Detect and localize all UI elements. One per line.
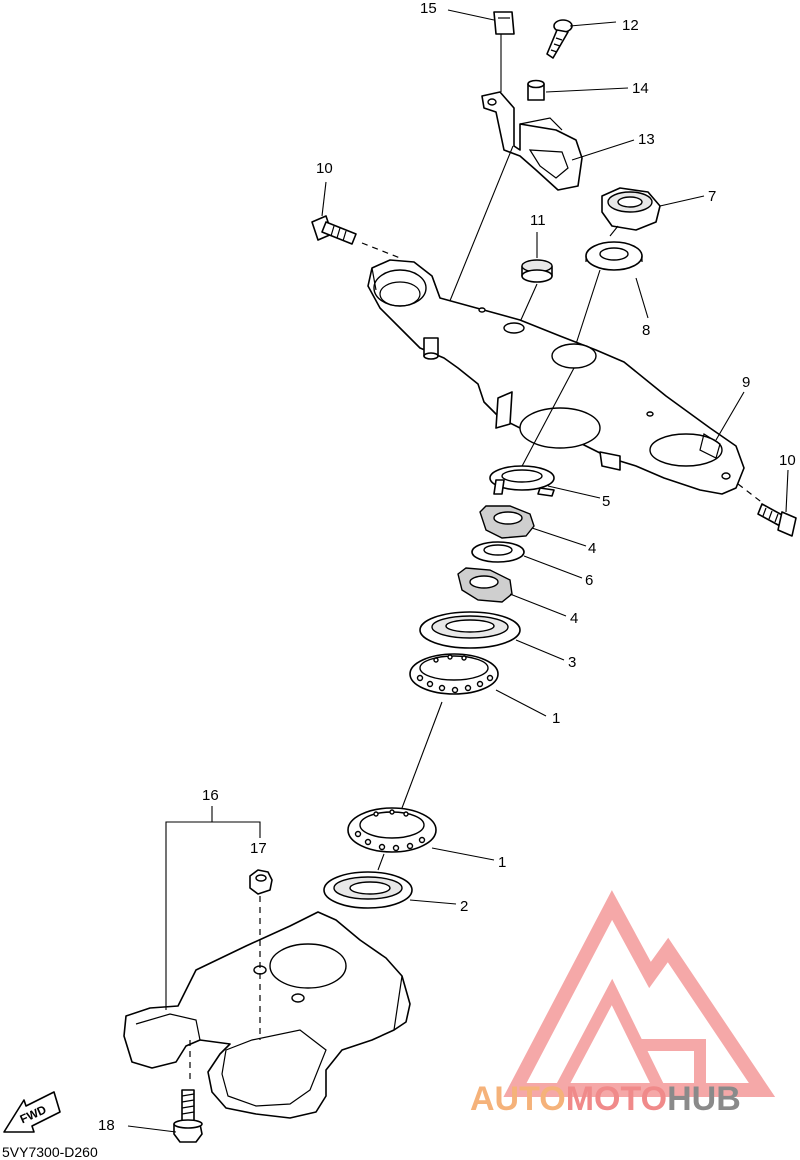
callout-13: 13: [638, 131, 655, 148]
callout-8: 8: [642, 322, 650, 339]
callout-16: 16: [202, 787, 219, 804]
part-10-bolt-right-icon: [757, 503, 797, 537]
callout-1-upper: 1: [552, 710, 560, 727]
part-17-nut-icon: [249, 869, 273, 895]
part-1-bearing-lower-icon: [347, 807, 437, 853]
part-8-washer-icon: [585, 241, 643, 271]
callout-6: 6: [585, 572, 593, 589]
fwd-arrow-icon: FWD: [3, 1091, 61, 1133]
part-18-bolt-icon: [173, 1089, 203, 1143]
callout-2: 2: [460, 898, 468, 915]
callout-4-lower: 4: [570, 610, 578, 627]
part-13-bracket-icon: [481, 91, 583, 191]
part-15-clip-icon: [493, 11, 515, 92]
watermark-auto: AUTO: [470, 1080, 566, 1118]
callout-labels: 15 12 14 13 10 7 11 8 9 10 5 4 6 4 3 1 1…: [98, 0, 796, 1134]
watermark-logo-icon: [503, 890, 776, 1097]
part-16-lower-cover-icon: [123, 911, 411, 1119]
callout-5: 5: [602, 493, 610, 510]
callout-14: 14: [632, 80, 649, 97]
diagram-code: 5VY7300-D260: [2, 1144, 98, 1160]
callout-17: 17: [250, 840, 267, 857]
callout-10-right: 10: [779, 452, 796, 469]
part-12-screw-icon: [546, 19, 573, 59]
callout-11: 11: [530, 212, 546, 229]
callout-10-left: 10: [316, 160, 333, 177]
part-10-bolt-left-icon: [311, 215, 357, 245]
part-7-nut-icon: [601, 187, 661, 231]
leader-lines: [127, 9, 789, 1133]
callout-15: 15: [420, 0, 437, 17]
watermark-text: AUTOMOTOHUB: [470, 1080, 741, 1118]
part-5-lock-washer-icon: [489, 465, 555, 497]
callout-9: 9: [742, 374, 750, 391]
part-4-ring-nut-lower-icon: [457, 567, 513, 603]
part-3-dust-cover-icon: [419, 611, 521, 649]
part-4-ring-nut-upper-icon: [479, 505, 535, 539]
part-14-spacer-icon: [527, 79, 545, 101]
callout-12: 12: [622, 17, 639, 34]
callout-7: 7: [708, 188, 716, 205]
watermark-moto: MOTO: [566, 1080, 667, 1118]
callout-1-lower: 1: [498, 854, 506, 871]
watermark-hub: HUB: [667, 1080, 741, 1118]
part-1-bearing-upper-icon: [409, 653, 499, 695]
callout-3: 3: [568, 654, 576, 671]
callout-18: 18: [98, 1117, 115, 1134]
part-2-dust-seal-icon: [323, 871, 413, 909]
part-6-rubber-washer-icon: [471, 541, 525, 563]
part-9-upper-bracket-icon: [367, 259, 745, 495]
callout-4-upper: 4: [588, 540, 596, 557]
part-11-cap-icon: [521, 259, 553, 283]
